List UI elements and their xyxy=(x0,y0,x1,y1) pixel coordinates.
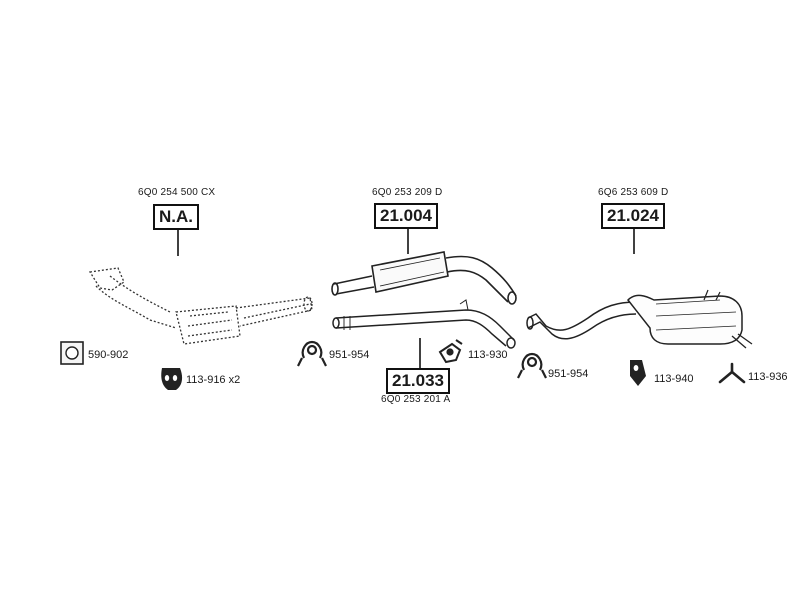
part-number: 951-954 xyxy=(548,368,589,380)
part-number: 113-916 x2 xyxy=(186,374,241,386)
part-number: 951-954 xyxy=(329,349,370,361)
part-number: 590-902 xyxy=(88,349,129,361)
front-pipe-drawing xyxy=(332,299,516,349)
oem-number: 6Q6 253 609 D xyxy=(598,187,669,198)
clamp-icon xyxy=(297,340,327,367)
centre-muffler-drawing xyxy=(331,251,517,305)
clamp-icon xyxy=(517,352,547,379)
oem-number: 6Q0 254 500 CX xyxy=(138,187,216,198)
catalytic-converter-drawing xyxy=(88,267,313,345)
rubber-mount-icon xyxy=(161,368,183,390)
hanger-icon xyxy=(630,360,646,386)
oem-number: 6Q0 253 201 A xyxy=(381,394,451,405)
reference-box: 21.004 xyxy=(374,203,438,229)
part-number: 113-936 xyxy=(748,371,788,383)
gasket-icon xyxy=(60,341,84,365)
bracket-icon xyxy=(438,339,463,364)
y-hanger-icon xyxy=(718,362,746,384)
rear-muffler-drawing xyxy=(526,289,753,349)
part-number: 113-940 xyxy=(654,373,694,385)
reference-box: N.A. xyxy=(153,204,199,230)
part-number: 113-930 xyxy=(468,349,508,361)
oem-number: 6Q0 253 209 D xyxy=(372,187,443,198)
reference-box: 21.033 xyxy=(386,368,450,394)
reference-box: 21.024 xyxy=(601,203,665,229)
